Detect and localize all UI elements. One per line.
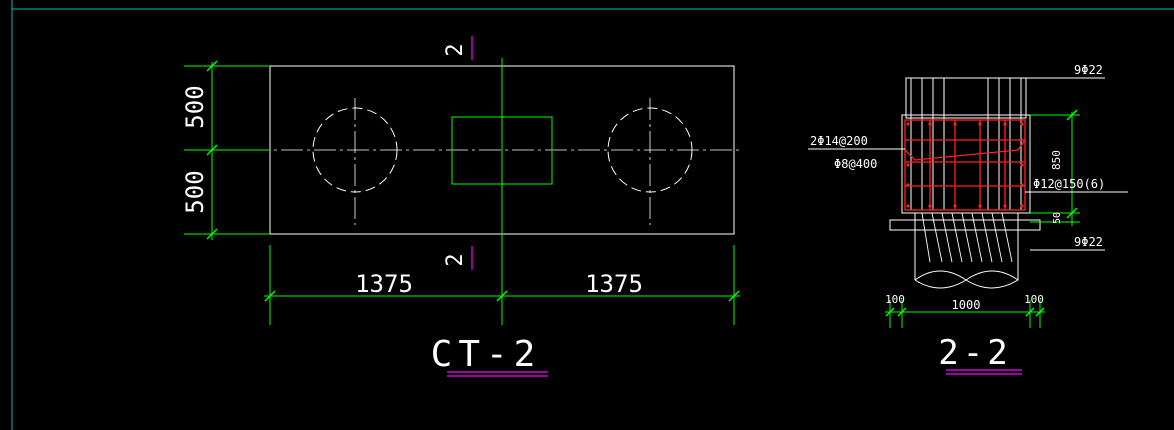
- dim-tick: [728, 290, 740, 302]
- dim-left-label: 1375: [355, 270, 413, 298]
- rebar-dots: [906, 122, 1024, 208]
- pile-break-symbol: [914, 270, 1019, 289]
- dim-right-edge-label: 100: [1024, 293, 1044, 306]
- section-mark-top: 2: [443, 43, 468, 56]
- pile-bars: [921, 212, 1013, 263]
- dim-tick: [206, 60, 218, 72]
- pile-embed-plate: [889, 219, 1041, 231]
- column-stub-outline: [905, 77, 1027, 119]
- section-mark-bottom: 2: [443, 253, 468, 266]
- cap-section-outline: [901, 114, 1031, 214]
- column-outline: [451, 116, 553, 185]
- dim-tick: [1035, 307, 1045, 317]
- dim-tick: [897, 307, 907, 317]
- plan-view: 2 2 500 500 1375 1375 CT-2: [181, 36, 740, 377]
- dim-top-label: 500: [181, 85, 209, 128]
- dim-tick: [1025, 307, 1035, 317]
- section-title: 2-2: [938, 333, 1011, 373]
- dim-left-edge-label: 100: [885, 293, 905, 306]
- dim-tick: [496, 290, 508, 302]
- dim-tick: [1066, 207, 1078, 219]
- dim-right-label: 1375: [585, 270, 643, 298]
- dim-tick: [206, 144, 218, 156]
- stirrup-label-2: Φ8@400: [834, 157, 877, 171]
- stirrup-label-1: 2Φ14@200: [810, 134, 868, 148]
- dim-50-label: 50: [1052, 212, 1063, 224]
- dim-850-label: 850: [1050, 150, 1063, 170]
- dim-bottom-label: 500: [181, 170, 209, 213]
- rebar-top-label: 9Φ22: [1074, 63, 1103, 77]
- column-bars: [910, 78, 1022, 210]
- rebar-bottom-label: 9Φ22: [1074, 235, 1103, 249]
- dim-tick: [264, 290, 276, 302]
- dim-tick: [885, 307, 895, 317]
- rebar-cage: [904, 119, 1026, 211]
- section-view: 850 50 Φ12@150(6) 9Φ22 9Φ22 2Φ14@200 Φ8@…: [808, 63, 1128, 375]
- side-bars-label: Φ12@150(6): [1033, 177, 1105, 191]
- plan-title: CT-2: [431, 334, 542, 375]
- dim-pile-label: 1000: [952, 298, 981, 312]
- dim-tick: [206, 228, 218, 240]
- dim-tick: [1066, 109, 1078, 121]
